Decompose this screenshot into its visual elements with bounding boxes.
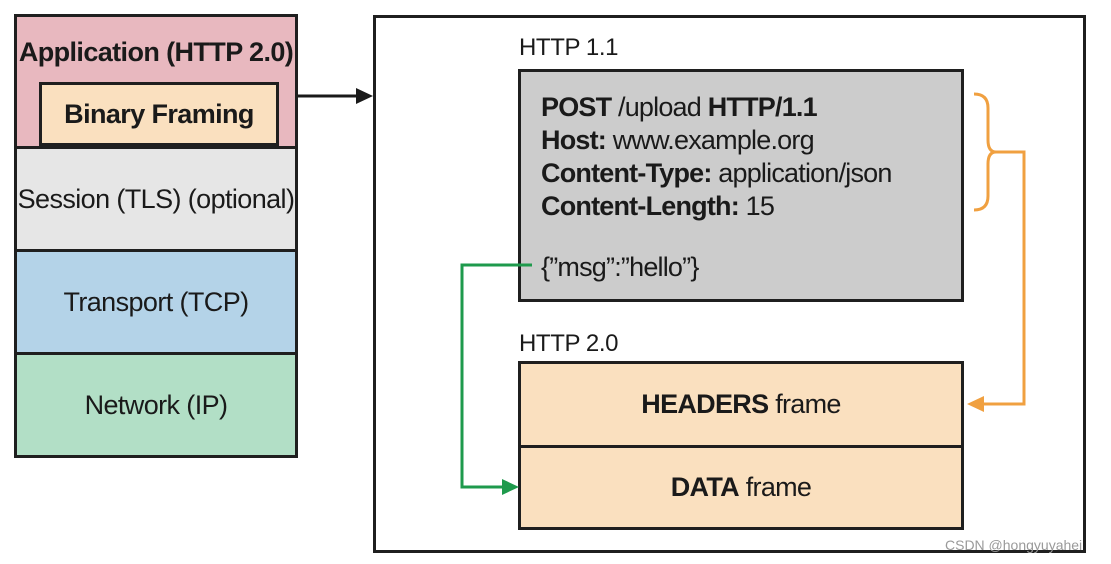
content-type-value: application/json <box>711 158 892 188</box>
request-method: POST <box>541 92 612 122</box>
http2-label: HTTP 2.0 <box>519 330 619 357</box>
content-length-header: Content-Length: 15 <box>541 191 775 222</box>
headers-frame-suffix: frame <box>768 389 841 419</box>
request-version: HTTP/1.1 <box>707 92 818 122</box>
headers-frame: HEADERS frame <box>518 361 964 448</box>
body-connector <box>460 263 532 489</box>
host-header-name: Host: <box>541 125 607 155</box>
content-type-header: Content-Type: application/json <box>541 158 892 189</box>
network-layer: Network (IP) <box>14 352 298 458</box>
host-header-value: www.example.org <box>606 125 815 155</box>
headers-connector-arrowhead <box>967 396 984 412</box>
binary-framing-layer: Binary Framing <box>39 82 279 146</box>
headers-connector <box>982 150 1026 406</box>
application-layer: Application (HTTP 2.0) Binary Framing <box>14 14 298 149</box>
content-length-value: 15 <box>738 191 775 221</box>
content-length-name: Content-Length: <box>541 191 740 221</box>
transport-layer: Transport (TCP) <box>14 249 298 355</box>
network-layer-label: Network (IP) <box>84 389 228 420</box>
data-frame: DATA frame <box>518 445 964 530</box>
session-layer-label: Session (TLS) (optional) <box>17 183 295 214</box>
http11-request-box: POST /upload HTTP/1.1 Host: www.example.… <box>518 69 964 302</box>
stack-to-panel-arrowhead <box>356 88 373 104</box>
data-frame-bold: DATA <box>670 472 740 502</box>
session-layer: Session (TLS) (optional) <box>14 146 298 252</box>
data-frame-suffix: frame <box>738 472 812 502</box>
transport-layer-label: Transport (TCP) <box>63 286 249 317</box>
headers-frame-bold: HEADERS <box>641 389 769 419</box>
watermark: CSDN @hongyuyahei <box>945 537 1083 553</box>
request-line: POST /upload HTTP/1.1 <box>541 92 818 123</box>
binary-framing-label: Binary Framing <box>64 98 254 129</box>
host-header: Host: www.example.org <box>541 125 815 156</box>
headers-brace <box>973 92 997 212</box>
application-layer-label: Application (HTTP 2.0) <box>18 37 294 67</box>
content-type-name: Content-Type: <box>541 158 712 188</box>
request-body: {”msg”:”hello”} <box>541 252 699 282</box>
body-connector-arrowhead <box>502 479 519 495</box>
request-path: /upload <box>611 92 708 122</box>
http11-label: HTTP 1.1 <box>519 34 619 61</box>
